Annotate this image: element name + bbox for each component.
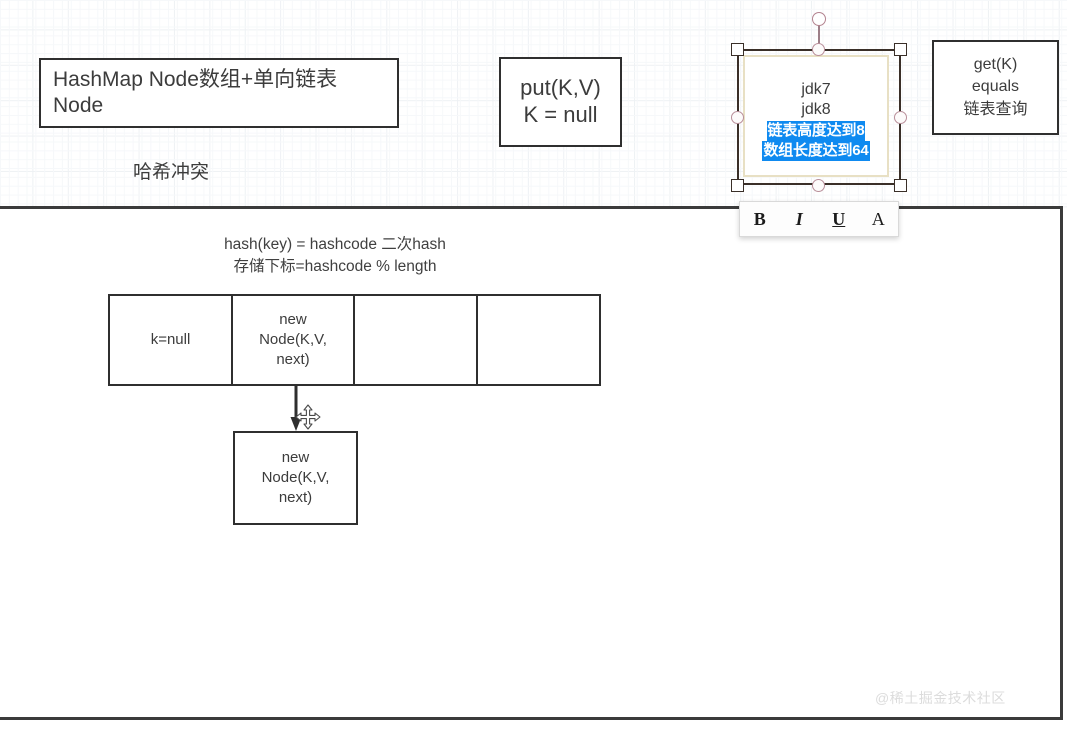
node-hashmap-title[interactable]: HashMap Node数组+单向链表 Node [39, 58, 399, 128]
bucket-cell[interactable]: k=null [108, 294, 233, 386]
shape-text-highlighted-line-1: 链表高度达到8 [766, 120, 866, 141]
bucket-cell[interactable] [353, 294, 478, 386]
connect-handle-left[interactable] [731, 111, 744, 124]
resize-handle-bottom-right[interactable] [894, 179, 907, 192]
resize-handle-bottom-left[interactable] [731, 179, 744, 192]
page-frame-bottom-rule [0, 717, 1063, 720]
rotate-handle[interactable] [812, 12, 826, 26]
text-color-button[interactable]: A [871, 208, 885, 229]
bold-button[interactable]: B [753, 208, 766, 229]
text-format-toolbar[interactable]: B I U A [739, 201, 899, 237]
connect-handle-top[interactable] [812, 43, 825, 56]
shape-text-line-1: jdk7 [801, 81, 831, 98]
underline-button[interactable]: U [832, 208, 846, 229]
connector-arrow-icon [290, 386, 302, 431]
bucket-array: k=null new Node(K,V, next) [108, 294, 601, 386]
italic-button[interactable]: I [795, 208, 803, 229]
node-put[interactable]: put(K,V) K = null [499, 57, 622, 147]
rotate-handle-stem [818, 19, 820, 50]
page-frame-top-rule [0, 206, 1063, 209]
node-get[interactable]: get(K) equals 链表查询 [932, 40, 1059, 135]
shape-text-highlighted-line-2: 数组长度达到64 [762, 140, 870, 161]
bucket-cell[interactable]: new Node(K,V, next) [230, 294, 356, 386]
label-hash-collision[interactable]: 哈希冲突 [133, 162, 210, 183]
connect-handle-right[interactable] [894, 111, 907, 124]
resize-handle-top-right[interactable] [894, 43, 907, 56]
resize-handle-top-left[interactable] [731, 43, 744, 56]
selected-shape-group[interactable]: jdk7 jdk8 链表高度达到8 数组长度达到64 [731, 12, 907, 237]
bucket-cell[interactable] [475, 294, 601, 386]
move-cursor-icon [295, 404, 321, 430]
label-hash-formula[interactable]: hash(key) = hashcode 二次hash 存储下标=hashcod… [224, 236, 446, 276]
page-frame-right-rule [1060, 206, 1063, 720]
shape-text-line-2: jdk8 [801, 101, 831, 119]
node-chain-node[interactable]: new Node(K,V, next) [233, 431, 358, 525]
connect-handle-bottom[interactable] [812, 179, 825, 192]
node-jdk-versions[interactable]: jdk7 jdk8 链表高度达到8 数组长度达到64 [743, 55, 889, 177]
watermark: @稀土掘金技术社区 [875, 690, 1006, 706]
